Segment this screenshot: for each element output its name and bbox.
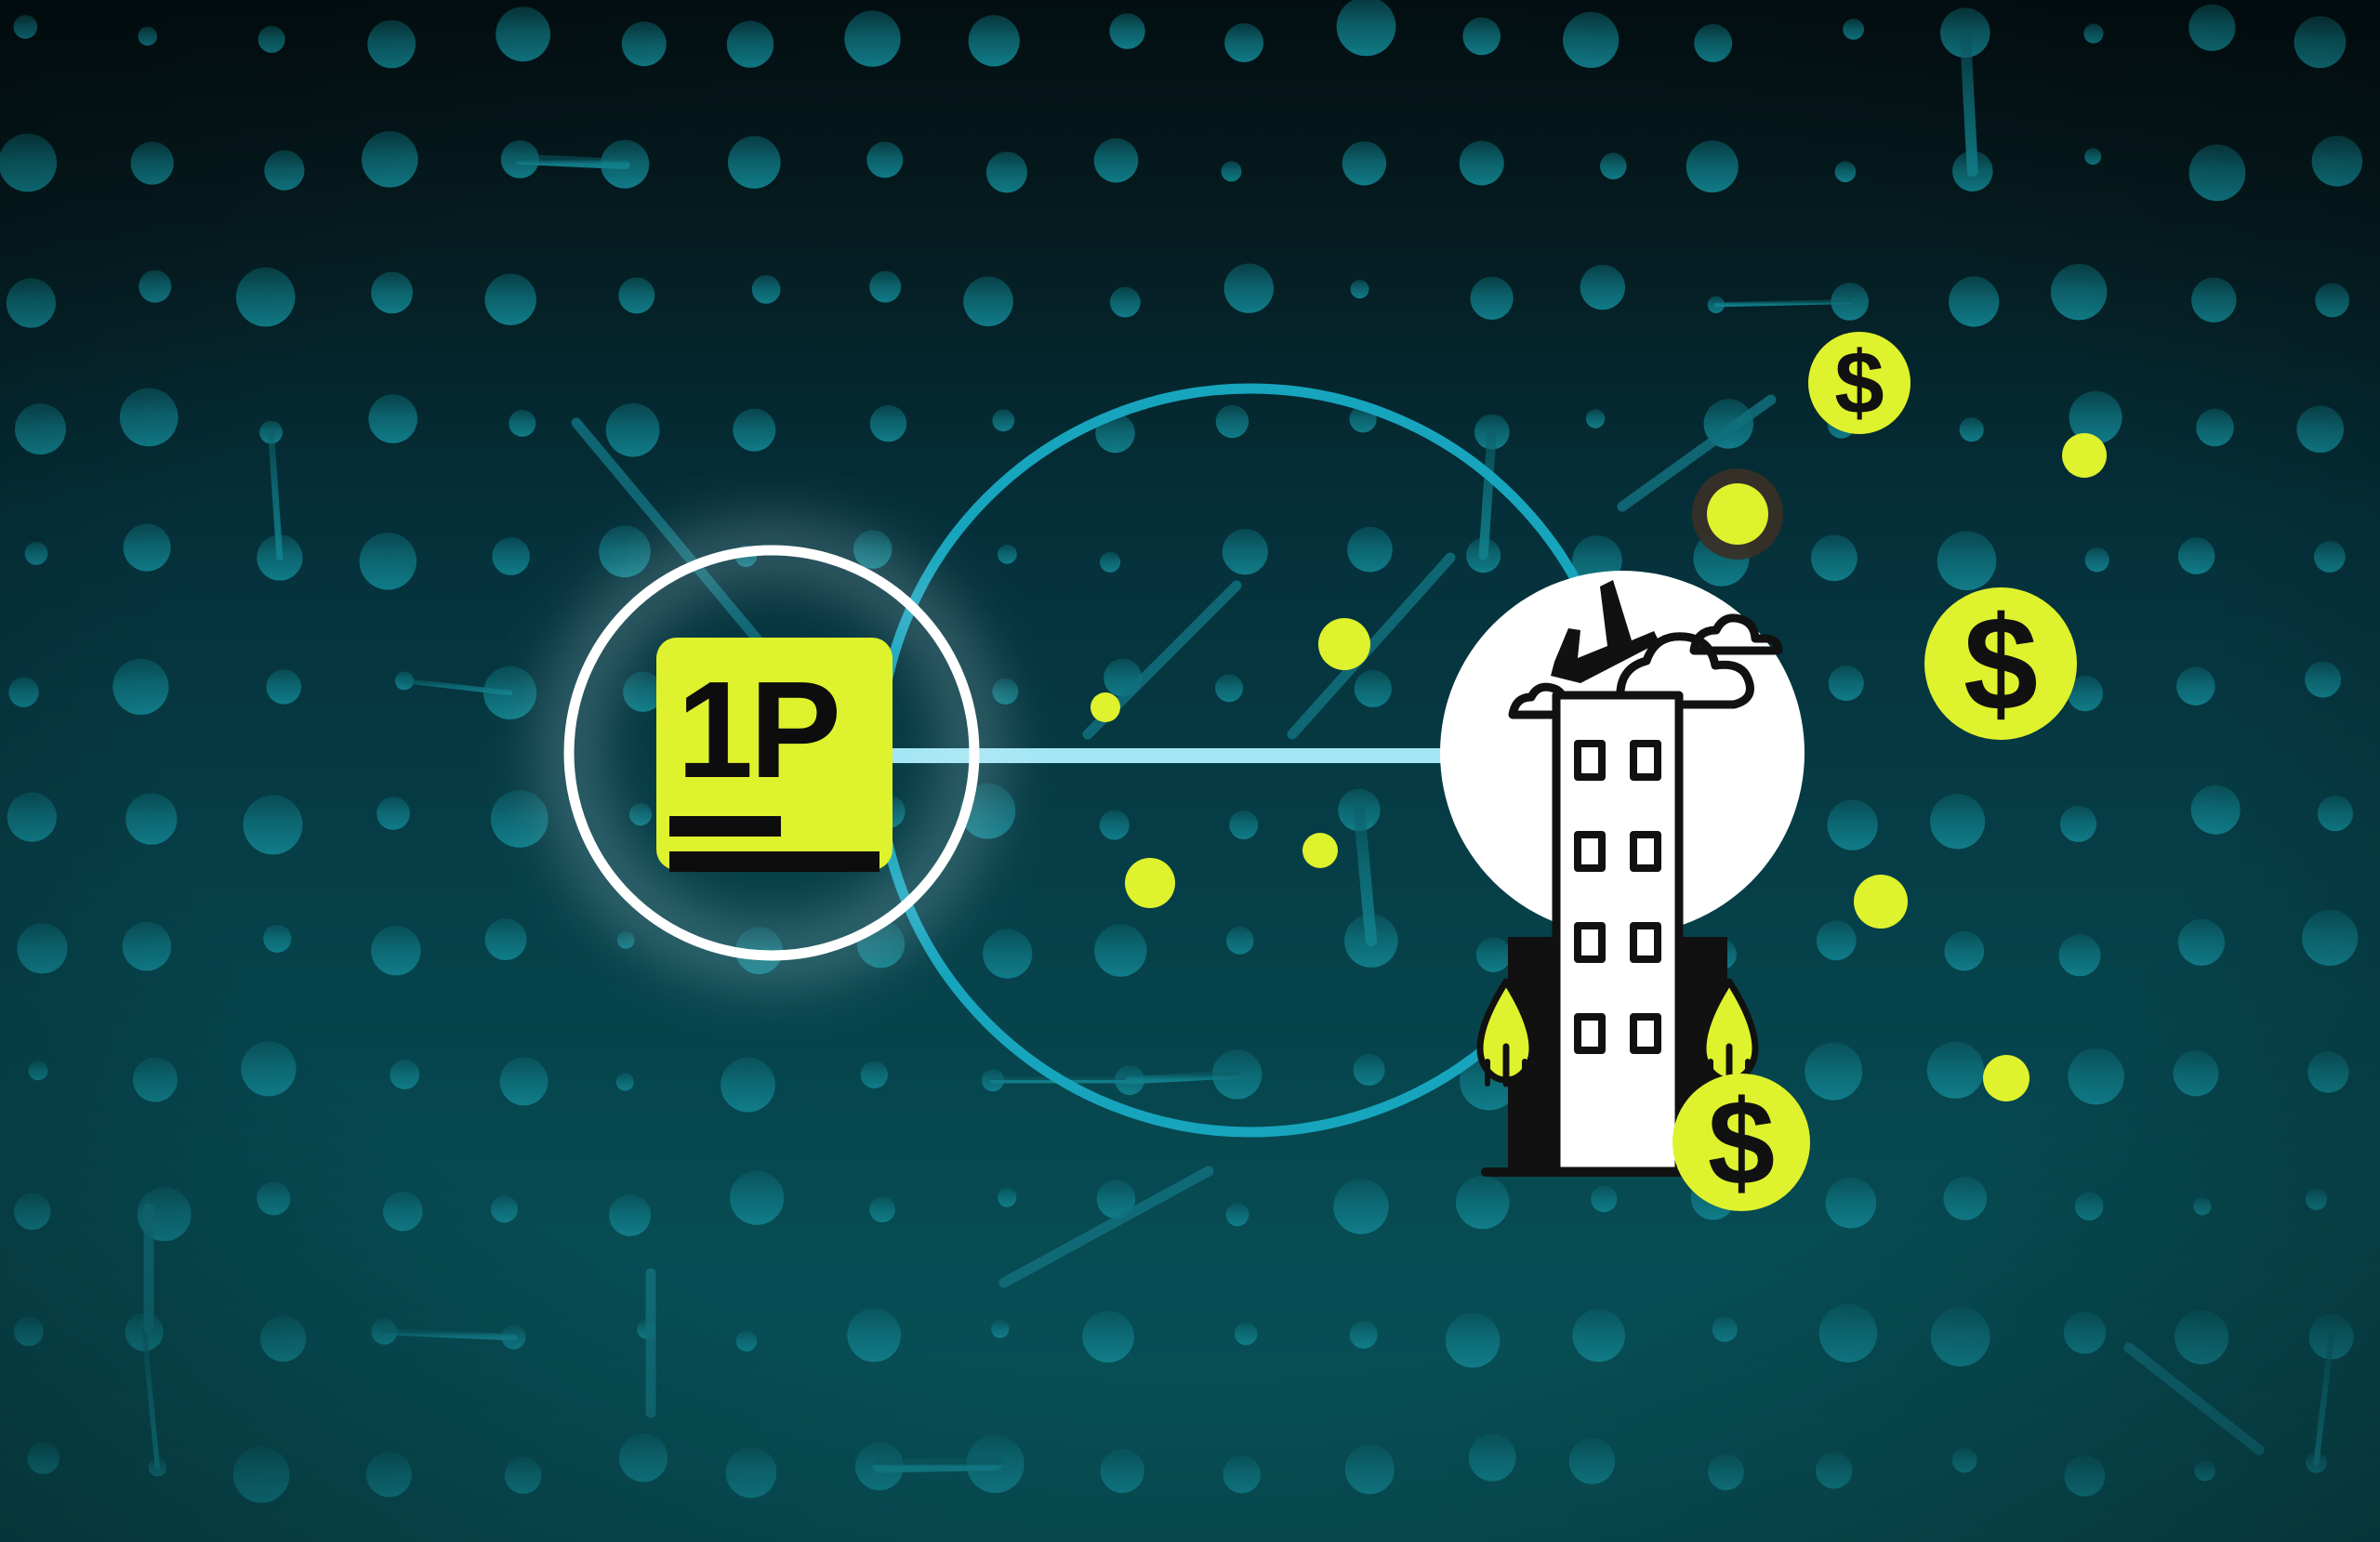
city-travel-icon	[1476, 580, 1783, 1177]
coin-dollar-glyph: $	[1964, 589, 2038, 739]
building-windows	[1574, 740, 1661, 1054]
accent-dot	[1091, 692, 1120, 722]
coin-dollar-glyph: $	[1834, 334, 1884, 433]
tree-left-icon	[1476, 978, 1536, 1087]
airplane-icon	[1551, 580, 1659, 683]
cloud-small-right-icon	[1689, 613, 1783, 655]
cloud-large-icon	[1616, 632, 1754, 709]
supplier-badge-label: 1P	[677, 653, 838, 807]
accent-dot	[1983, 1055, 2030, 1101]
coin-disc	[1808, 332, 1911, 434]
accent-dot-group	[1091, 433, 2107, 1101]
supplier-line-short	[669, 816, 781, 837]
dollar-coin: $	[1924, 587, 2077, 740]
coin-dollar-glyph: $	[1708, 1074, 1775, 1210]
supplier-line-long	[669, 851, 879, 872]
coin-disc	[1673, 1074, 1810, 1211]
destination-node-group[interactable]	[1440, 571, 1805, 1177]
accent-dot	[1707, 483, 1768, 545]
supplier-card[interactable]	[656, 638, 892, 870]
accent-dot	[1854, 875, 1908, 929]
accent-dot	[1318, 618, 1370, 670]
dollar-coin: $	[1673, 1074, 1810, 1211]
accent-dot	[1302, 833, 1338, 868]
accent-dot	[2062, 433, 2107, 478]
dollar-coin: $	[1808, 332, 1911, 434]
supplier-circle-outline	[563, 545, 980, 961]
dollar-coin-group: $ $ $	[1673, 332, 2077, 1211]
coin-disc	[1924, 587, 2077, 740]
accent-dot	[1125, 858, 1175, 908]
supplier-node-group[interactable]: 1P	[555, 536, 988, 969]
